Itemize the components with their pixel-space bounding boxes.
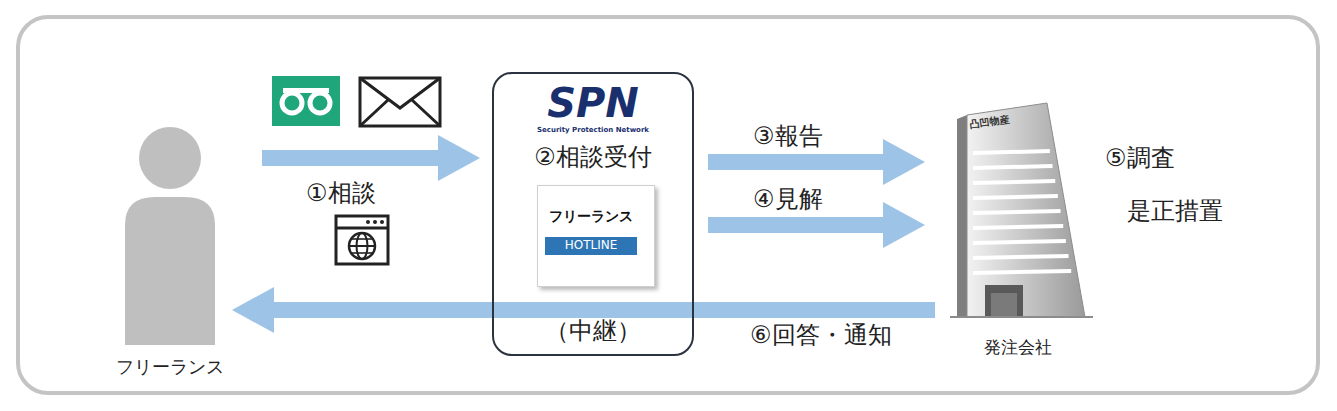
- node-label: フリーランス: [100, 357, 240, 378]
- box-heading: ②相談受付: [494, 144, 692, 172]
- edge-label: ③報告: [753, 123, 823, 151]
- flow-arrow: [262, 135, 480, 181]
- node-label: 発注会社: [945, 338, 1090, 358]
- company-building: 凸凹物産発注会社: [935, 95, 1100, 370]
- freephone-icon: [272, 76, 340, 126]
- edge-label: ⑥回答・通知: [750, 322, 892, 350]
- step-label: 是正措置: [1127, 198, 1223, 226]
- card-band: HOTLINE: [545, 237, 637, 255]
- logo-text: SPN: [494, 80, 692, 126]
- web-icon: [336, 216, 388, 264]
- step-label: ⑤調査: [1105, 145, 1175, 173]
- freelancer-figure: フリーランス: [100, 125, 240, 380]
- person-silhouette: [100, 125, 240, 350]
- hotline-card: フリーランス HOTLINE: [537, 185, 655, 287]
- outer-frame: [18, 17, 1318, 393]
- building-illustration: [935, 95, 1100, 330]
- edge-label: ④見解: [753, 186, 823, 214]
- box-note: （中継）: [494, 318, 692, 346]
- logo-subtitle: Security Protection Network: [494, 126, 692, 134]
- spn-box: フリーランス HOTLINE SPNSecurity Protection Netw…: [492, 72, 694, 356]
- edge-label: ①相談: [306, 180, 376, 208]
- mail-icon: [360, 78, 440, 126]
- card-title: フリーランス: [538, 208, 644, 224]
